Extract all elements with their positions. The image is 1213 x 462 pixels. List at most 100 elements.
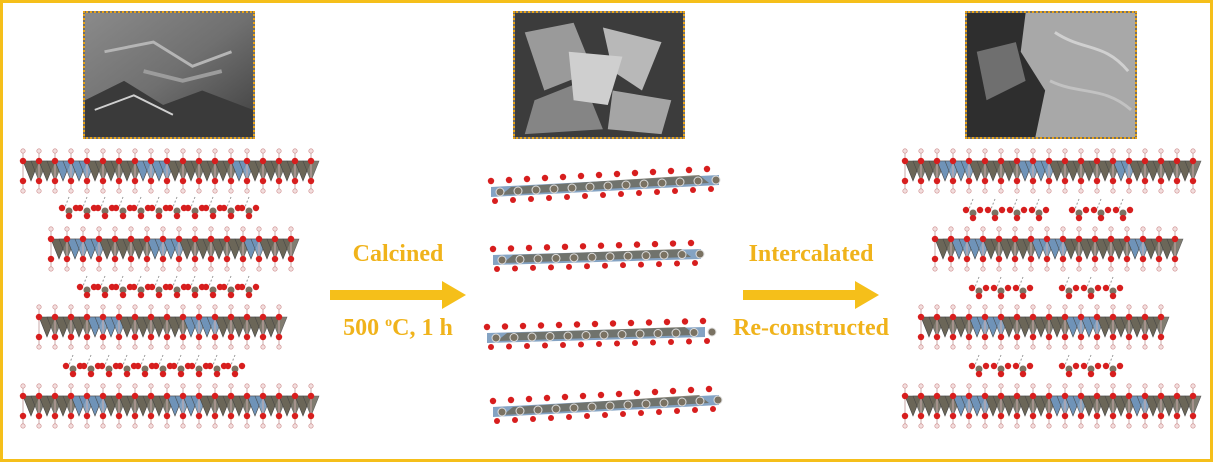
oxygen-atom bbox=[602, 412, 608, 418]
oxygen-atom bbox=[99, 363, 105, 369]
hydrogen-atom bbox=[1031, 149, 1035, 153]
hydrogen-atom bbox=[81, 267, 85, 271]
oxygen-atom bbox=[1046, 158, 1052, 164]
oxygen-atom bbox=[221, 284, 227, 290]
hydrogen-atom bbox=[981, 227, 985, 231]
hydrogen-atom bbox=[309, 149, 313, 153]
oxygen-atom bbox=[1110, 158, 1116, 164]
hydrogen-atom bbox=[181, 305, 185, 309]
hydrogen-atom bbox=[1127, 424, 1131, 428]
hydrogen-atom bbox=[289, 267, 293, 271]
oxygen-atom bbox=[1078, 314, 1084, 320]
hydrogen-bond bbox=[997, 355, 1001, 365]
oxygen-atom bbox=[918, 393, 924, 399]
hydrogen-atom bbox=[293, 424, 297, 428]
oxygen-atom bbox=[546, 195, 552, 201]
hydrogen-atom bbox=[261, 149, 265, 153]
oxygen-atom bbox=[228, 314, 234, 320]
oxygen-atom bbox=[244, 393, 250, 399]
oxygen-atom bbox=[207, 363, 213, 369]
hydrogen-atom bbox=[197, 424, 201, 428]
oxygen-atom bbox=[212, 413, 218, 419]
oxygen-atom bbox=[180, 314, 186, 320]
oxygen-atom bbox=[308, 178, 314, 184]
oxygen-atom bbox=[1158, 393, 1164, 399]
hydrogen-atom bbox=[197, 305, 201, 309]
oxygen-atom bbox=[148, 393, 154, 399]
hydrogen-atom bbox=[69, 149, 73, 153]
oxygen-atom bbox=[20, 158, 26, 164]
oxygen-atom bbox=[902, 393, 908, 399]
oxygen-atom bbox=[632, 340, 638, 346]
oxygen-atom bbox=[668, 339, 674, 345]
hydrogen-bond bbox=[1119, 199, 1123, 209]
hydrogen-atom bbox=[999, 149, 1003, 153]
oxygen-atom bbox=[256, 256, 262, 262]
hydrogen-atom bbox=[919, 305, 923, 309]
oxygen-atom bbox=[1027, 363, 1033, 369]
hydrogen-atom bbox=[181, 384, 185, 388]
hydrogen-bond bbox=[1065, 355, 1069, 365]
oxygen-atom bbox=[998, 158, 1004, 164]
oxygen-atom bbox=[564, 194, 570, 200]
hydrogen-atom bbox=[85, 305, 89, 309]
oxygen-atom bbox=[112, 256, 118, 262]
hydrogen-atom bbox=[197, 345, 201, 349]
oxygen-atom bbox=[1078, 393, 1084, 399]
oxygen-atom bbox=[490, 246, 496, 252]
hydrogen-bond bbox=[991, 199, 995, 209]
oxygen-atom bbox=[116, 314, 122, 320]
oxygen-atom bbox=[228, 413, 234, 419]
oxygen-atom bbox=[100, 178, 106, 184]
oxygen-atom bbox=[998, 334, 1004, 340]
oxygen-atom bbox=[132, 334, 138, 340]
hydrogen-bond bbox=[975, 355, 979, 365]
oxygen-atom bbox=[1059, 285, 1065, 291]
oxygen-atom bbox=[1095, 285, 1101, 291]
oxygen-atom bbox=[132, 413, 138, 419]
hydrogen-atom bbox=[1061, 227, 1065, 231]
metal-atom bbox=[510, 334, 518, 342]
oxygen-atom bbox=[674, 408, 680, 414]
right-arrow-icon bbox=[330, 281, 466, 309]
hydrogen-atom bbox=[1047, 189, 1051, 193]
hydrogen-atom bbox=[149, 149, 153, 153]
oxygen-atom bbox=[983, 285, 989, 291]
hydrogen-atom bbox=[245, 305, 249, 309]
oxygen-atom bbox=[998, 178, 1004, 184]
metal-atom bbox=[696, 250, 704, 258]
oxygen-atom bbox=[670, 240, 676, 246]
oxygen-atom bbox=[1174, 158, 1180, 164]
intercalated-label: Intercalated bbox=[731, 241, 891, 268]
hydrogen-atom bbox=[1191, 384, 1195, 388]
oxygen-atom bbox=[650, 340, 656, 346]
hydrogen-atom bbox=[53, 345, 57, 349]
metal-atom bbox=[550, 185, 558, 193]
oxygen-atom bbox=[1044, 236, 1050, 242]
oxygen-atom bbox=[1078, 413, 1084, 419]
oxygen-atom bbox=[189, 363, 195, 369]
metal-atom bbox=[660, 399, 668, 407]
hydrogen-atom bbox=[145, 267, 149, 271]
hydrogen-atom bbox=[949, 227, 953, 231]
oxygen-atom bbox=[508, 397, 514, 403]
oxygen-atom bbox=[1014, 314, 1020, 320]
oxygen-atom bbox=[239, 284, 245, 290]
hydrogen-atom bbox=[903, 189, 907, 193]
oxygen-atom bbox=[124, 371, 130, 377]
oxygen-atom bbox=[225, 363, 231, 369]
oxygen-atom bbox=[618, 191, 624, 197]
hydrogen-atom bbox=[1047, 424, 1051, 428]
oxygen-atom bbox=[688, 387, 694, 393]
oxygen-atom bbox=[240, 256, 246, 262]
oxygen-atom bbox=[1088, 293, 1094, 299]
hydrogen-atom bbox=[277, 384, 281, 388]
oxygen-atom bbox=[176, 256, 182, 262]
oxygen-atom bbox=[228, 158, 234, 164]
hydrogen-atom bbox=[261, 384, 265, 388]
oxygen-atom bbox=[1140, 256, 1146, 262]
oxygen-atom bbox=[1117, 285, 1123, 291]
oxygen-atom bbox=[654, 189, 660, 195]
hydrogen-atom bbox=[197, 384, 201, 388]
oxygen-atom bbox=[1014, 215, 1020, 221]
